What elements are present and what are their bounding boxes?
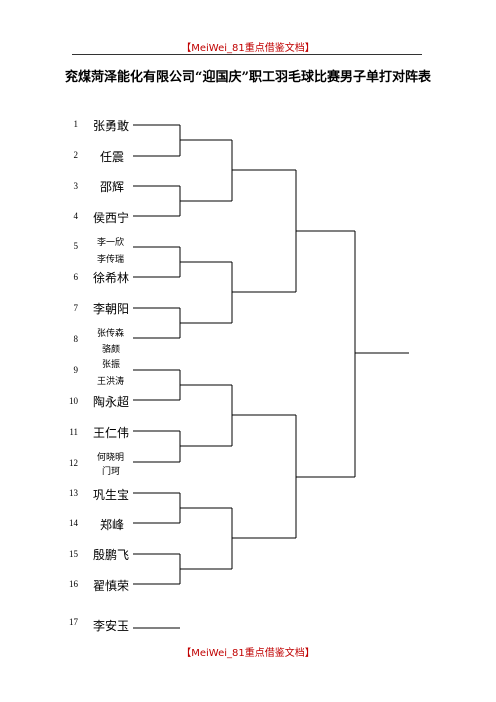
player-name: 郑峰 [100, 518, 125, 532]
seed-number: 12 [69, 458, 78, 468]
player-name: 翟慎荣 [93, 579, 130, 593]
player-name: 李安玉 [93, 619, 130, 633]
header-rule [72, 54, 422, 55]
player-name: 王洪涛 [97, 377, 125, 387]
seed-number: 1 [73, 119, 79, 129]
seed-number: 7 [73, 303, 79, 313]
player-name: 徐希林 [93, 271, 130, 285]
player-name: 李一欣 [97, 238, 125, 248]
header-watermark: 【MeiWei_81重点借鉴文档】 [181, 43, 315, 54]
player-name: 李传瑞 [97, 255, 125, 265]
player-name: 何晓明 [97, 453, 125, 463]
seed-number: 16 [69, 579, 78, 589]
seed-number: 5 [73, 241, 79, 251]
seed-number: 6 [73, 272, 79, 282]
player-name: 李朝阳 [93, 302, 130, 316]
seed-number: 15 [69, 549, 78, 559]
document-title: 兖煤菏泽能化有限公司“迎国庆”职工羽毛球比赛男子单打对阵表 [65, 70, 431, 85]
player-name: 殷鹏飞 [93, 548, 130, 562]
seed-number: 17 [69, 617, 78, 627]
player-name: 王仁伟 [93, 426, 130, 440]
player-name: 张传森 [97, 329, 125, 339]
seed-number: 14 [69, 518, 78, 528]
player-name: 邵辉 [100, 180, 125, 194]
player-name: 侯西宁 [93, 211, 130, 225]
seed-number: 11 [69, 427, 78, 437]
footer-watermark: 【MeiWei_81重点借鉴文档】 [181, 648, 315, 659]
player-name: 骆颇 [102, 345, 121, 355]
seed-number: 4 [73, 211, 79, 221]
seed-number: 8 [73, 334, 79, 344]
player-name: 张振 [102, 360, 121, 370]
seed-number: 9 [73, 365, 79, 375]
seed-number: 10 [69, 396, 78, 406]
seed-number: 2 [73, 150, 79, 160]
player-name: 门珂 [102, 467, 121, 477]
seed-number: 13 [69, 488, 78, 498]
player-name: 任震 [100, 150, 125, 164]
player-name: 陶永超 [93, 395, 130, 409]
seed-number: 3 [73, 181, 79, 191]
player-name: 巩生宝 [93, 488, 130, 502]
player-name: 张勇敢 [93, 119, 130, 133]
